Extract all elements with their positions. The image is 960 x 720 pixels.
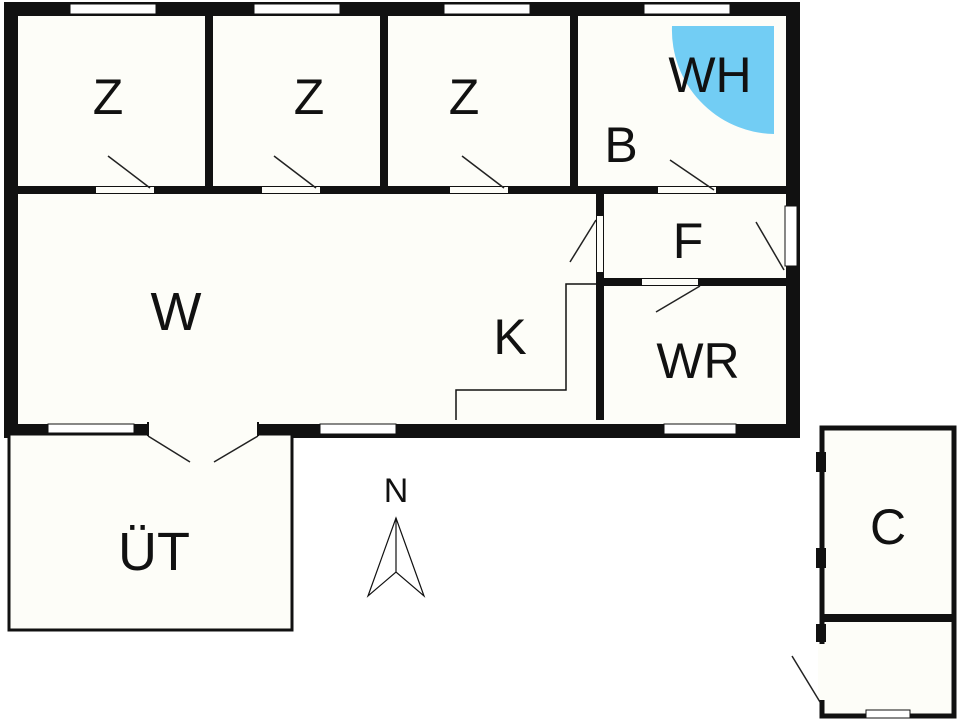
outbuilding-left-wall-mark-2 [816, 548, 826, 568]
wall-z1-z2 [205, 14, 213, 190]
wh-shower-area [671, 26, 774, 134]
outbuilding-window [865, 709, 911, 719]
wall-bedrooms-row [14, 186, 794, 194]
door-swing-b [669, 159, 715, 191]
north-arrow-icon [366, 516, 426, 598]
outbuilding-left-wall-mark-3 [816, 624, 826, 642]
door-gap-wr [642, 279, 698, 285]
room-label-ut: ÜT [118, 522, 190, 582]
room-label-k: K [493, 309, 526, 365]
main-building-floor [12, 12, 792, 428]
window-bottom-3 [663, 423, 737, 435]
window-top-2 [253, 3, 341, 15]
door-gap-z3 [450, 187, 508, 193]
kitchen-counter [455, 283, 596, 420]
door-gap-z2 [262, 187, 320, 193]
door-swing-z3 [461, 155, 505, 189]
window-top-3 [443, 3, 531, 15]
window-top-4 [643, 3, 731, 15]
door-swing-z1 [107, 155, 151, 189]
door-swing-f-right [755, 221, 785, 271]
door-swing-entrance-right [213, 435, 259, 463]
door-swing-outbuilding [791, 655, 821, 703]
room-label-wh: WH [668, 47, 751, 103]
wall-z3-b [570, 14, 578, 190]
door-gap-b [658, 187, 716, 193]
room-label-c: C [870, 499, 906, 555]
room-label-f: F [673, 213, 704, 269]
window-top-1 [69, 3, 157, 15]
compass-label: N [384, 472, 409, 510]
outbuilding-floor [822, 428, 954, 716]
outbuilding-divider [822, 614, 954, 622]
window-bottom-2 [319, 423, 397, 435]
wall-z2-z3 [380, 14, 388, 190]
door-swing-wr [655, 285, 701, 313]
door-gap-f-left [597, 216, 603, 272]
outbuilding-left-wall-mark-1 [816, 452, 826, 472]
wall-f-left [596, 194, 604, 420]
door-swing-z2 [273, 155, 317, 189]
outbuilding-door-gap [818, 644, 826, 700]
door-swing-entrance-left [147, 435, 191, 463]
room-label-w: W [151, 282, 202, 342]
door-swing-f-left [569, 219, 597, 263]
window-right-f [784, 205, 798, 267]
room-label-z2: Z [294, 69, 325, 125]
door-gap-z1 [96, 187, 154, 193]
room-label-z3: Z [449, 69, 480, 125]
room-label-wr: WR [656, 333, 739, 389]
room-label-b: B [604, 117, 637, 173]
room-label-z1: Z [93, 69, 124, 125]
entrance-door-gap [148, 424, 258, 436]
